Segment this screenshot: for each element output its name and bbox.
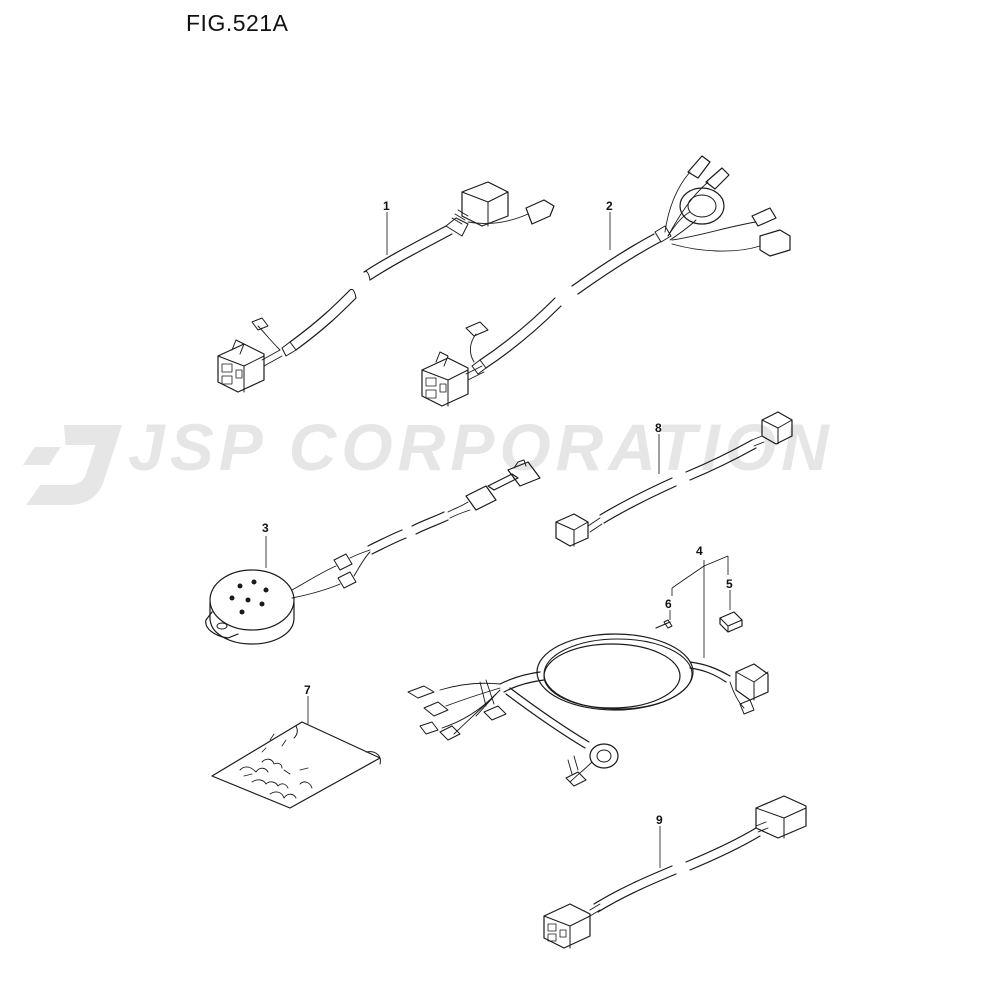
part-2-harness (421, 155, 791, 407)
callout-4-number: 4 (696, 544, 703, 558)
callout-3-number: 3 (262, 521, 269, 535)
callout-6-number: 6 (665, 597, 672, 611)
part-5-cap (719, 611, 743, 633)
callout-2: 2 (606, 199, 613, 250)
callout-1-number: 1 (383, 199, 390, 213)
callout-7: 7 (304, 683, 311, 724)
part-7-bag (211, 721, 381, 809)
callout-7-number: 7 (304, 683, 311, 697)
part-9-harness (543, 795, 807, 949)
part-4-main-harness (407, 633, 769, 787)
watermark-text: JSP CORPORATION (128, 410, 834, 484)
watermark-logo-icon (23, 425, 122, 505)
callout-8: 8 (655, 421, 662, 474)
callout-6: 6 (665, 597, 672, 620)
callout-9-number: 9 (656, 813, 663, 827)
part-1-harness (217, 181, 555, 393)
callout-4: 4 (671, 544, 729, 658)
part-8-harness (555, 411, 793, 547)
figure-title: FIG.521A (186, 10, 289, 36)
part-6-clip (655, 619, 673, 629)
callout-1: 1 (383, 199, 390, 255)
part-3-buzzer (205, 459, 541, 645)
callout-5-number: 5 (726, 577, 733, 591)
callout-2-number: 2 (606, 199, 613, 213)
callout-9: 9 (656, 813, 663, 868)
callout-5: 5 (726, 577, 733, 610)
callout-8-number: 8 (655, 421, 662, 435)
callout-3: 3 (262, 521, 269, 568)
watermark: JSP CORPORATION (23, 410, 834, 505)
